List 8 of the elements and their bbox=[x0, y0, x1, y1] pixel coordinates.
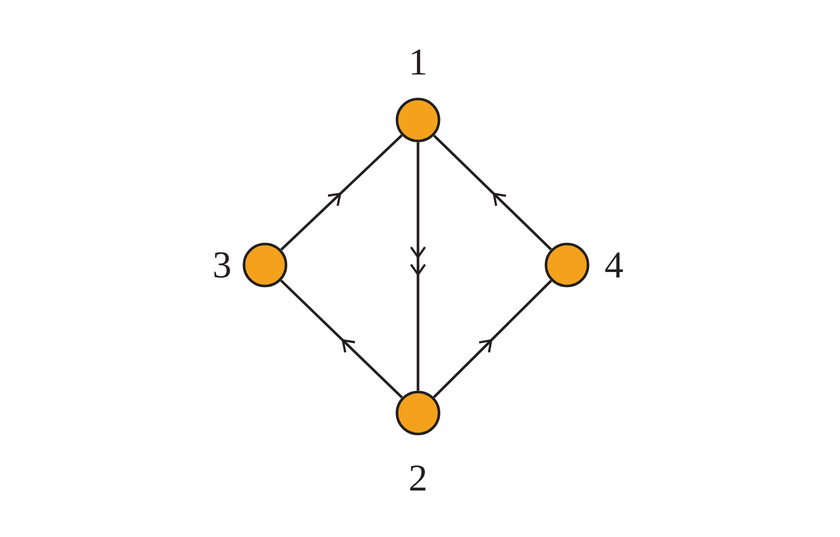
vertex-circle bbox=[396, 390, 440, 436]
vertex-label: 2 bbox=[410, 465, 426, 491]
vertex-label: 4 bbox=[605, 252, 623, 278]
vertex-circle bbox=[242, 242, 288, 288]
vertex-label: 3 bbox=[214, 252, 230, 278]
vertex-label: 1 bbox=[412, 50, 426, 74]
vertex-circle bbox=[396, 98, 440, 142]
vertex-circle bbox=[544, 242, 590, 288]
